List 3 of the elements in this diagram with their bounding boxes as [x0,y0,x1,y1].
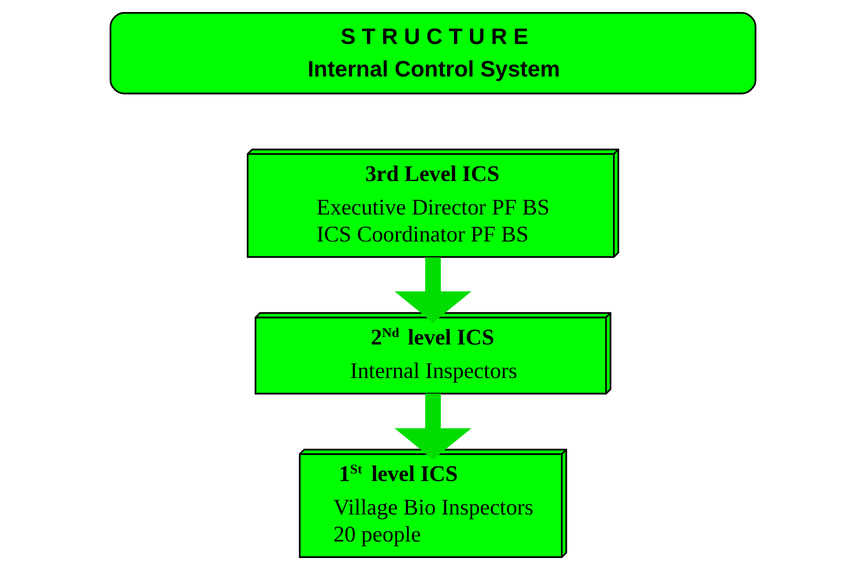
node-box: S T R U C T U R E Internal Control System [109,12,756,94]
arrow [394,257,471,323]
arrow [394,394,471,460]
